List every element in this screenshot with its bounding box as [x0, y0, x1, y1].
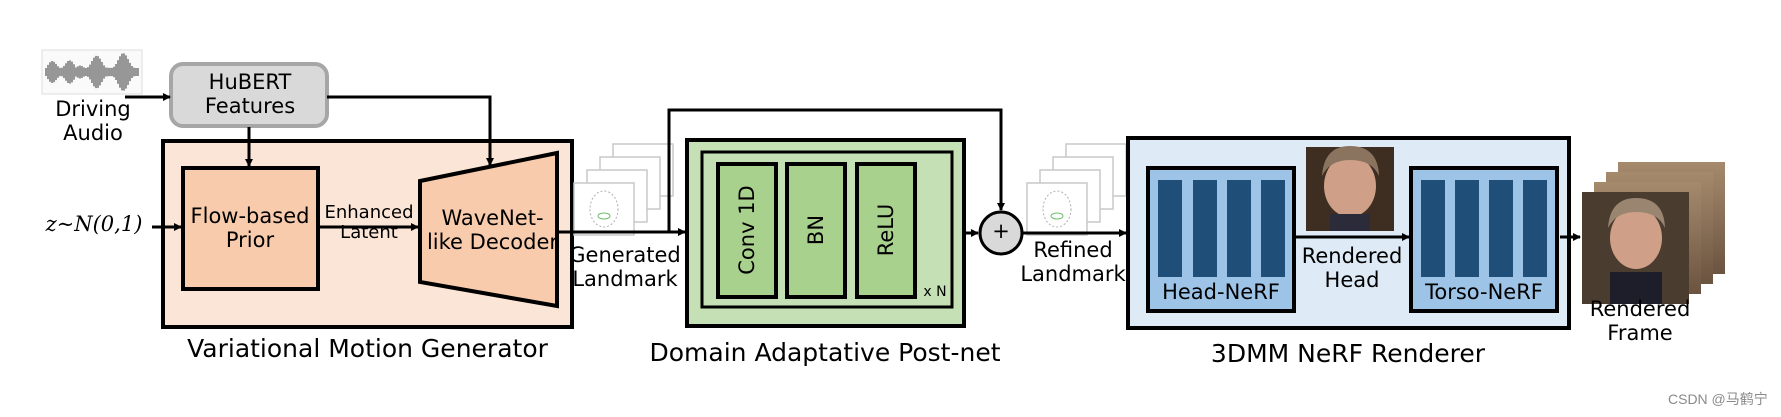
audio-waveform-icon — [41, 49, 143, 95]
adder-symbol: + — [992, 219, 1010, 243]
bn-layer — [785, 162, 847, 299]
conv1d-layer — [716, 162, 778, 299]
connector-arrows — [125, 93, 1581, 241]
generated-landmark-images — [573, 143, 674, 236]
torso-nerf-label: Torso-NeRF — [1425, 280, 1543, 304]
refined-landmark-images — [1026, 143, 1127, 236]
watermark: CSDN @马鹤宁 — [1668, 391, 1768, 407]
enhanced-latent-label: Enhanced Latent — [324, 202, 414, 244]
relu-layer — [855, 162, 917, 299]
relu-label: ReLU — [874, 203, 898, 257]
hubert-features-box — [169, 62, 329, 128]
hubert-features-label: HuBERT Features — [204, 70, 296, 118]
postnet-title: Domain Adaptative Post-net — [649, 338, 1001, 367]
flow-prior-box — [181, 166, 320, 291]
rendered-head-image — [1306, 146, 1394, 231]
rendered-head-label: Rendered Head — [1301, 244, 1403, 292]
wavenet-decoder-label: WaveNet- like Decoder — [426, 206, 559, 254]
conv1d-label: Conv 1D — [735, 185, 759, 275]
postnet-repeat-label: x N — [923, 284, 947, 300]
rendered-frame-label: Rendered Frame — [1589, 297, 1691, 345]
head-nerf-label: Head-NeRF — [1162, 280, 1280, 304]
torso-nerf-bars — [1421, 180, 1547, 277]
wavenet-decoder-trapezoid — [418, 150, 559, 309]
bn-label: BN — [804, 214, 828, 246]
head-nerf-bars — [1158, 180, 1285, 277]
rendered-frame-images — [1582, 162, 1725, 304]
flow-prior-label: Flow-based Prior — [190, 204, 310, 252]
vmg-title: Variational Motion Generator — [187, 334, 548, 363]
refined-landmark-label: Refined Landmark — [1020, 238, 1126, 286]
driving-audio-label: Driving Audio — [55, 97, 131, 145]
noise-input-label: z∼N(0,1) — [45, 212, 143, 236]
generated-landmark-label: Generated Landmark — [569, 243, 681, 291]
adder-node — [978, 210, 1024, 256]
renderer-title: 3DMM NeRF Renderer — [1210, 339, 1486, 368]
